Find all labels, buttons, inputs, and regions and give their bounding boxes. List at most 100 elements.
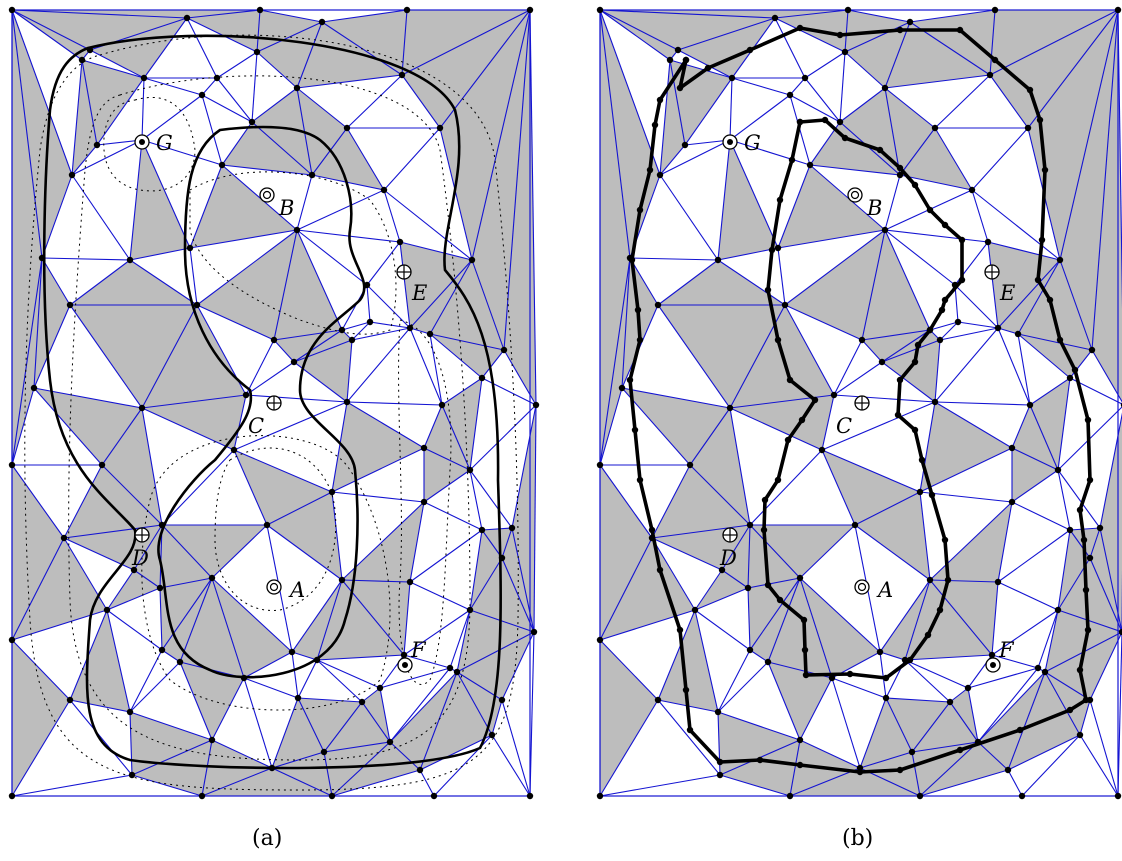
mesh-edge	[11, 464, 65, 539]
mesh-vertices-b	[596, 6, 1122, 800]
mesh-edge	[904, 654, 993, 661]
shaded-triangle	[750, 525, 855, 578]
mesh-vertex	[656, 171, 664, 179]
mesh-vertex	[430, 792, 438, 800]
mesh-edge	[1099, 412, 1122, 529]
mesh-edge	[821, 394, 835, 451]
mesh-edge	[33, 387, 103, 466]
contour-vertex	[626, 376, 634, 384]
contour-vertex	[761, 496, 769, 504]
mesh-vertex	[526, 6, 534, 14]
mesh-vertex	[328, 792, 336, 800]
mesh-edge	[141, 139, 223, 166]
mesh-edge	[101, 407, 143, 466]
mesh-edge	[767, 661, 801, 741]
mesh-edge	[884, 229, 956, 286]
mesh-edge	[669, 59, 686, 146]
mesh-vertex	[882, 694, 890, 702]
shaded-triangle	[252, 88, 312, 175]
mesh-vertex	[358, 698, 366, 706]
shaded-triangle	[400, 242, 472, 328]
mesh-vertex	[270, 336, 278, 344]
mesh-edge	[677, 49, 733, 79]
mesh-vertex	[500, 346, 508, 354]
shaded-triangle	[82, 60, 144, 145]
contour-vertex	[760, 526, 768, 534]
inner-contour	[157, 125, 366, 679]
mesh-edge	[904, 659, 969, 689]
point-label-e: E	[411, 281, 427, 305]
mesh-edge	[419, 734, 493, 771]
contour-vertex	[802, 671, 810, 679]
mesh-edge	[721, 524, 751, 571]
contour-vertex	[746, 46, 754, 54]
mesh-vertex	[901, 656, 909, 664]
mesh-edge	[11, 387, 35, 466]
shaded-triangle	[504, 10, 536, 405]
mesh-edge	[389, 741, 421, 771]
shaded-triangle	[912, 742, 978, 796]
mesh-edge	[189, 164, 223, 249]
mesh-edge	[971, 189, 989, 243]
shaded-triangle	[750, 578, 800, 662]
mesh-edge	[273, 339, 295, 363]
mesh-edge	[854, 524, 931, 581]
mesh-vertex	[338, 326, 346, 334]
point-g: G	[134, 131, 173, 155]
shaded-triangle	[886, 698, 950, 752]
mesh-edge	[503, 9, 531, 351]
mesh-vertex	[140, 74, 148, 82]
mesh-edge	[316, 659, 363, 703]
mesh-vertex	[526, 792, 534, 800]
mesh-edge	[1044, 609, 1059, 673]
mesh-vertex	[716, 771, 724, 779]
mesh-edge	[273, 229, 298, 341]
panel-frame	[599, 9, 1119, 797]
mesh-vertex	[288, 648, 296, 656]
mesh-edge	[1011, 469, 1059, 503]
shaded-triangle	[272, 752, 332, 796]
mesh-edge	[211, 739, 273, 769]
shaded-triangle	[1018, 260, 1092, 350]
mesh-edge	[657, 609, 696, 701]
mesh-edge	[929, 579, 999, 583]
mesh-edge	[129, 139, 143, 261]
mesh-vertex	[1086, 696, 1094, 704]
mesh-edge	[1007, 769, 1023, 797]
shaded-triangle	[1092, 10, 1122, 402]
contour-vertex	[786, 376, 794, 384]
point-marker-dot	[139, 139, 145, 145]
mesh-vertex	[1086, 554, 1094, 562]
mesh-vertex	[320, 748, 328, 756]
contour-vertex	[801, 646, 809, 654]
mesh-edge	[11, 257, 43, 466]
point-e: E	[396, 264, 427, 305]
mesh-vertex	[468, 256, 476, 264]
mesh-vertex	[714, 708, 722, 716]
shaded-triangle	[267, 492, 342, 580]
mesh-edge	[904, 579, 931, 661]
mesh-vertex	[256, 6, 264, 14]
point-marker-ring	[854, 579, 870, 595]
mesh-edge	[331, 769, 421, 797]
mesh-edge	[403, 609, 471, 656]
mesh-vertex	[666, 56, 674, 64]
mesh-edge	[481, 349, 505, 379]
mesh-edge	[1089, 527, 1101, 559]
shaded-triangle	[718, 140, 778, 260]
mesh-edge	[991, 654, 1039, 669]
mesh-edge	[859, 697, 887, 769]
mesh-edge	[366, 241, 401, 286]
contour-vertex	[796, 761, 804, 769]
mesh-edge	[101, 464, 163, 526]
mesh-vertex	[1054, 606, 1062, 614]
shaded-triangle	[472, 10, 530, 350]
mesh-edge	[71, 144, 98, 176]
shaded-triangle	[670, 60, 732, 145]
mesh-edge	[1044, 671, 1081, 736]
contour-vertex	[716, 758, 724, 766]
mesh-edge	[997, 581, 1059, 611]
mesh-edge	[341, 321, 371, 331]
mesh-vertex	[308, 171, 316, 179]
